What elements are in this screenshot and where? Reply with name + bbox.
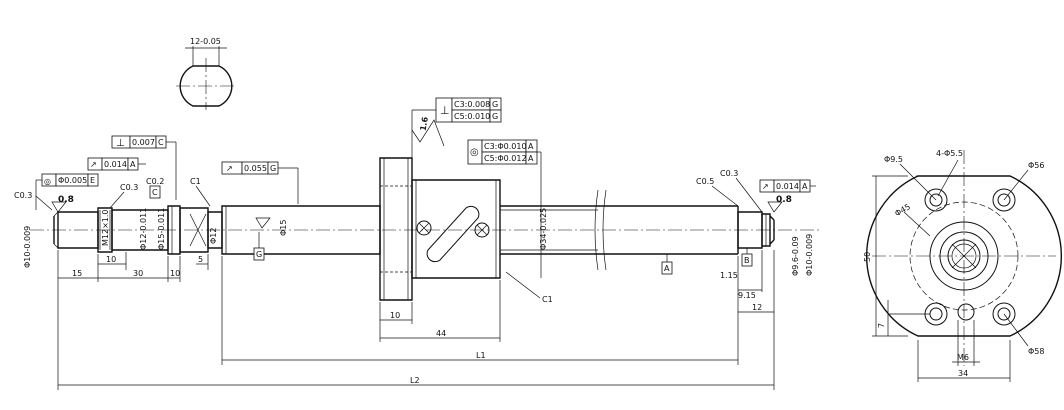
runout-callout-mid: ↗ 0.055 G (221, 161, 299, 204)
runout-right-datum: A (802, 182, 808, 191)
shaft-main-view (30, 157, 820, 301)
dim-r915: 9.15 (738, 291, 756, 300)
dim-d-right-2: Φ10-0.009 (805, 234, 814, 276)
conc-nut-c3: C3:Φ0.010 (484, 142, 527, 151)
runout-right-symbol: ↗ (762, 182, 769, 191)
chamfer-c1-left: C1 (190, 177, 201, 186)
chamfer-c05: C0.5 (696, 177, 714, 186)
roughness-value: 1.6 (419, 116, 430, 132)
dim-d12-mid: Φ12 (209, 228, 218, 244)
dim-len44: 44 (436, 329, 446, 338)
perp-top-datum-2: G (492, 112, 498, 121)
key-section-view: 12-0.05 (176, 37, 236, 110)
dim-len5: 5 (198, 255, 203, 264)
end-m6: M6 (957, 353, 969, 362)
end-d95: Φ9.5 (884, 155, 903, 164)
runout-callout-right: ↗ 0.014 A (759, 179, 816, 193)
dim-len10-flange: 10 (390, 311, 400, 320)
perp-left-datum: C (158, 138, 164, 147)
dim-d34: Φ34-0.025 (539, 208, 548, 250)
conc-nut-datum-2: A (528, 154, 534, 163)
dim-len10b: 10 (170, 269, 180, 278)
runout-left-value: 0.014 (104, 160, 127, 169)
end-holes: 4-Φ5.5 (936, 149, 963, 158)
runout-mid-value: 0.055 (244, 164, 267, 173)
dim-L2: L2 (410, 376, 420, 385)
flange-end-view: Φ9.5 4-Φ5.5 Φ56 Φ45 50 7 M6 Φ58 34 (863, 149, 1063, 382)
dim-L1: L1 (476, 351, 486, 360)
conc-left-symbol: ◎ (44, 177, 51, 186)
datum-g: G (256, 250, 262, 259)
chamfer-c03-right: C0.3 (720, 169, 738, 178)
runout-mid-symbol: ↗ (226, 164, 233, 173)
perp-left-value: 0.007 (132, 138, 155, 147)
datum-b: B (744, 256, 750, 265)
end-h50: 50 (863, 252, 872, 262)
conc-nut-datum-1: A (528, 142, 534, 151)
end-d45: Φ45 (893, 202, 912, 218)
runout-left-symbol: ↗ (90, 160, 97, 169)
roughness-left: 0.8 (58, 195, 74, 205)
chamfer-c1-nut: C1 (542, 295, 553, 304)
conc-left-value: Φ0.005 (58, 176, 87, 185)
dim-d15-shaft: Φ15 (279, 220, 288, 236)
runout-mid-datum: G (270, 164, 276, 173)
perp-callout-left: ⊥ 0.007 C (111, 135, 177, 200)
conc-nut-c5: C5:Φ0.012 (484, 154, 527, 163)
conc-callout-nut: ◎ C3:Φ0.010 C5:Φ0.012 A A (467, 139, 542, 180)
end-h7: 7 (877, 323, 886, 328)
roughness-symbol-flange: 1.6 (411, 116, 445, 147)
dim-thread: M12×1.0 (101, 209, 110, 246)
dim-r12: 12 (752, 303, 762, 312)
datum-a: A (664, 264, 670, 273)
perp-top-c5: C5:0.010 (454, 112, 490, 121)
runout-callout-left: ↗ 0.014 A (87, 157, 146, 171)
runout-left-datum: A (130, 160, 136, 169)
conc-callout-left: ◎ Φ0.005 E (35, 173, 99, 210)
conc-left-datum: E (90, 176, 95, 185)
perp-top-datum-1: G (492, 100, 498, 109)
dim-len15: 15 (72, 269, 82, 278)
roughness-right: 0.8 (776, 195, 792, 205)
key-width-dim: 12-0.05 (190, 37, 221, 46)
perp-callout-top: ⊥ C3:0.008 C5:0.010 G G (411, 97, 502, 158)
conc-nut-symbol: ◎ (470, 147, 479, 158)
end-d56: Φ56 (1028, 161, 1044, 170)
runout-right-value: 0.014 (776, 182, 799, 191)
dim-len10a: 10 (106, 255, 116, 264)
diameter-labels: Φ10-0.009 M12×1.0 Φ12-0.011 Φ15-0.011 Φ1… (23, 180, 814, 278)
chamfer-c02: C0.2 (146, 177, 164, 186)
dim-r115: 1.15 (720, 271, 738, 280)
chamfer-c03-thread: C0.3 (120, 183, 138, 192)
dim-d-left-end: Φ10-0.009 (23, 226, 32, 268)
dim-d-right-1: Φ9.6-0.09 (791, 236, 800, 276)
dim-d15-bearing: Φ15-0.011 (157, 208, 166, 250)
perp-top-c3: C3:0.008 (454, 100, 490, 109)
chamfer-c03-left: C0.3 (14, 191, 32, 200)
dim-d12: Φ12-0.011 (139, 208, 148, 250)
shaft-labels: C0.3 0.8 C0.3 C0.2 C1 C1 C0.5 C0.3 0.8 (14, 169, 792, 304)
end-d58: Φ58 (1028, 347, 1044, 356)
dim-len30: 30 (133, 269, 143, 278)
length-dimensions: 15 10 30 10 5 10 44 L1 L2 1.15 9.15 12 (57, 250, 775, 390)
perp-left-symbol: ⊥ (116, 138, 125, 149)
end-w34: 34 (958, 369, 968, 378)
datum-c: C (152, 188, 158, 197)
perp-top-symbol: ⊥ (440, 104, 450, 117)
datum-boxes: C G A B (149, 185, 753, 275)
